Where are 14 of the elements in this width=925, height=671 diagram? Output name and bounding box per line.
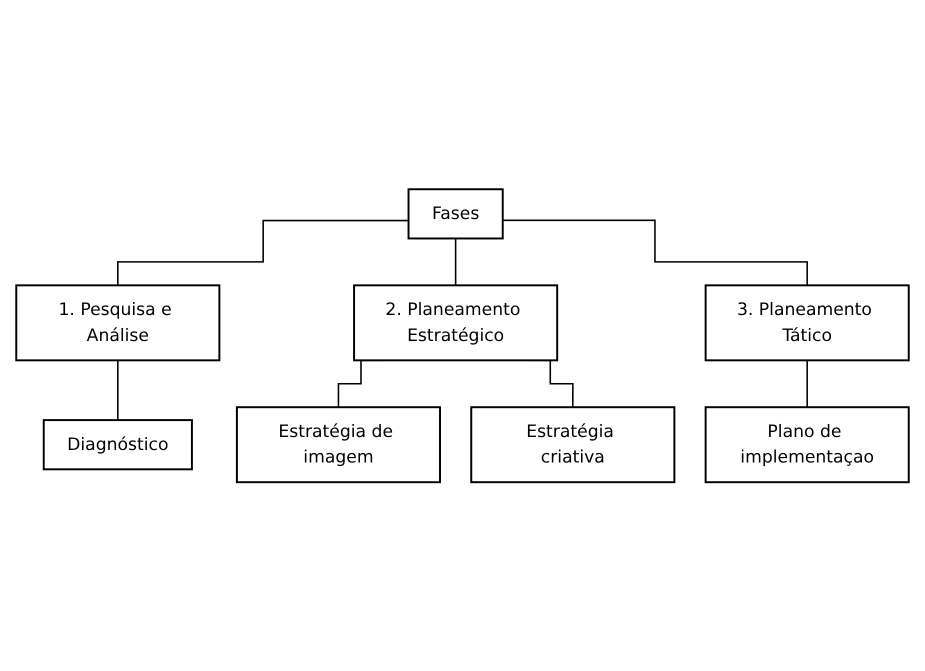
connector [117, 359, 119, 421]
node-box [704, 284, 910, 362]
org-chart-drawing: Fases 1. Pesquisa e Análise 2. Planeamento Estratégico 3. Planeamento Tático Diagnóstico Estratégia de imagem Estratégia criativa Plano de implementaçao [10, 182, 915, 488]
connector [117, 220, 409, 286]
node-box [42, 418, 193, 470]
connector [806, 359, 808, 408]
node-box [704, 406, 910, 483]
connector [454, 237, 456, 286]
node-box [470, 406, 676, 483]
node-box [353, 284, 558, 362]
node-box [408, 188, 504, 240]
connector [502, 219, 808, 286]
node-box [236, 406, 441, 483]
node-box [15, 284, 220, 362]
